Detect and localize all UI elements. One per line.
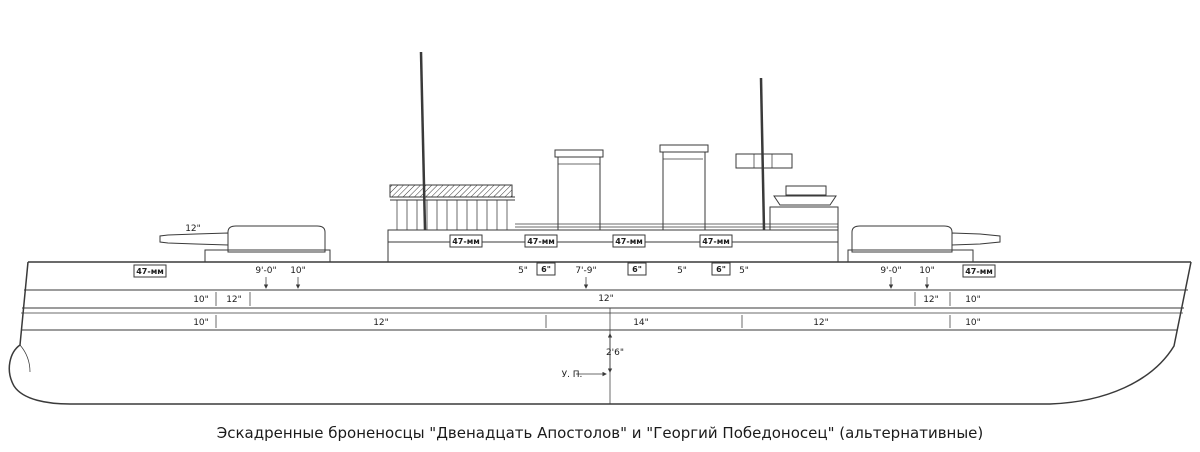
label-text: 47-мм bbox=[452, 237, 480, 246]
fore-barbette bbox=[204, 249, 331, 262]
label-waterline: У. П. bbox=[562, 370, 583, 380]
superstructure bbox=[387, 184, 839, 263]
label-belt2-12a: 12" bbox=[373, 318, 389, 328]
label-box bbox=[699, 234, 733, 248]
funnel-1-cap bbox=[554, 149, 604, 158]
boxed-labels: 47-мм 47-мм 47-мм 47-мм 47-мм 47-мм bbox=[133, 234, 996, 278]
funnel-1-body bbox=[557, 156, 601, 231]
label-6in-casemate-2: 6" bbox=[627, 262, 647, 276]
label-text: 6" bbox=[716, 265, 726, 274]
label-47mm-hull-left: 47-мм bbox=[133, 264, 167, 278]
aft-turret bbox=[847, 225, 1001, 262]
label-box bbox=[524, 234, 558, 248]
label-belt1-10b: 10" bbox=[965, 295, 981, 305]
label-mid-5in-a: 5" bbox=[518, 266, 528, 276]
fore-gun-barrel bbox=[159, 232, 229, 246]
flying-deck-posts bbox=[396, 200, 508, 230]
fore-turret-body bbox=[227, 225, 326, 253]
aft-structure bbox=[785, 185, 827, 196]
draft-dimension bbox=[576, 333, 613, 377]
label-belt1-12b: 12" bbox=[598, 294, 614, 304]
funnel-2-cap bbox=[659, 144, 709, 153]
label-text: 6" bbox=[632, 265, 642, 274]
foremast bbox=[419, 51, 427, 231]
label-belt1-12c: 12" bbox=[923, 295, 939, 305]
label-right-10in: 10" bbox=[919, 266, 935, 276]
label-box bbox=[536, 262, 556, 276]
label-belt2-12b: 12" bbox=[813, 318, 829, 328]
funnel-1 bbox=[554, 149, 604, 231]
hull bbox=[8, 261, 1192, 405]
dimension-ticks bbox=[215, 277, 951, 328]
label-mid-7ft9: 7'-9" bbox=[575, 266, 596, 276]
aft-gun-barrel bbox=[951, 232, 1001, 246]
label-box bbox=[962, 264, 996, 278]
label-6in-casemate-1: 6" bbox=[536, 262, 556, 276]
label-text: 47-мм bbox=[136, 267, 164, 276]
figure-caption: Эскадренные броненосцы "Двенадцать Апост… bbox=[216, 424, 984, 442]
aft-deckhouse bbox=[769, 206, 839, 231]
label-box bbox=[612, 234, 646, 248]
label-box bbox=[627, 262, 647, 276]
label-box bbox=[711, 262, 731, 276]
label-47mm-superstructure-4: 47-мм bbox=[699, 234, 733, 248]
label-left-9ft: 9'-0" bbox=[255, 266, 276, 276]
label-6in-casemate-3: 6" bbox=[711, 262, 731, 276]
ship-boat bbox=[773, 195, 837, 206]
label-right-9ft: 9'-0" bbox=[880, 266, 901, 276]
label-turret-caliber: 12" bbox=[185, 224, 201, 234]
label-text: 47-мм bbox=[615, 237, 643, 246]
label-belt1-12a: 12" bbox=[226, 295, 242, 305]
label-box bbox=[449, 234, 483, 248]
label-draft: 2'6" bbox=[606, 348, 624, 358]
label-left-10in: 10" bbox=[290, 266, 306, 276]
funnel-2 bbox=[659, 144, 709, 231]
aft-turret-body bbox=[851, 225, 953, 253]
label-text: 6" bbox=[541, 265, 551, 274]
label-47mm-superstructure-1: 47-мм bbox=[449, 234, 483, 248]
label-belt2-10a: 10" bbox=[193, 318, 209, 328]
label-belt2-10b: 10" bbox=[965, 318, 981, 328]
label-mid-5in-c: 5" bbox=[739, 266, 749, 276]
funnel-2-body bbox=[662, 151, 706, 231]
fighting-top bbox=[735, 153, 793, 169]
label-mid-5in-b: 5" bbox=[677, 266, 687, 276]
label-47mm-superstructure-2: 47-мм bbox=[524, 234, 558, 248]
aft-barbette bbox=[847, 249, 974, 262]
label-box bbox=[133, 264, 167, 278]
dimension-labels: 12" 9'-0" 10" 5" 7'-9" 5" 5" 9'-0" 10" 1… bbox=[185, 224, 981, 380]
label-47mm-hull-right: 47-мм bbox=[962, 264, 996, 278]
label-text: 47-мм bbox=[965, 267, 993, 276]
bridge-hatched-block bbox=[389, 184, 513, 198]
masts bbox=[419, 51, 793, 231]
label-text: 47-мм bbox=[527, 237, 555, 246]
label-belt1-10a: 10" bbox=[193, 295, 209, 305]
label-47mm-superstructure-3: 47-мм bbox=[612, 234, 646, 248]
label-text: 47-мм bbox=[702, 237, 730, 246]
fore-turret bbox=[159, 225, 331, 262]
hull-outline bbox=[8, 261, 1192, 405]
label-belt2-14: 14" bbox=[633, 318, 649, 328]
ram-bow-detail bbox=[19, 344, 31, 373]
